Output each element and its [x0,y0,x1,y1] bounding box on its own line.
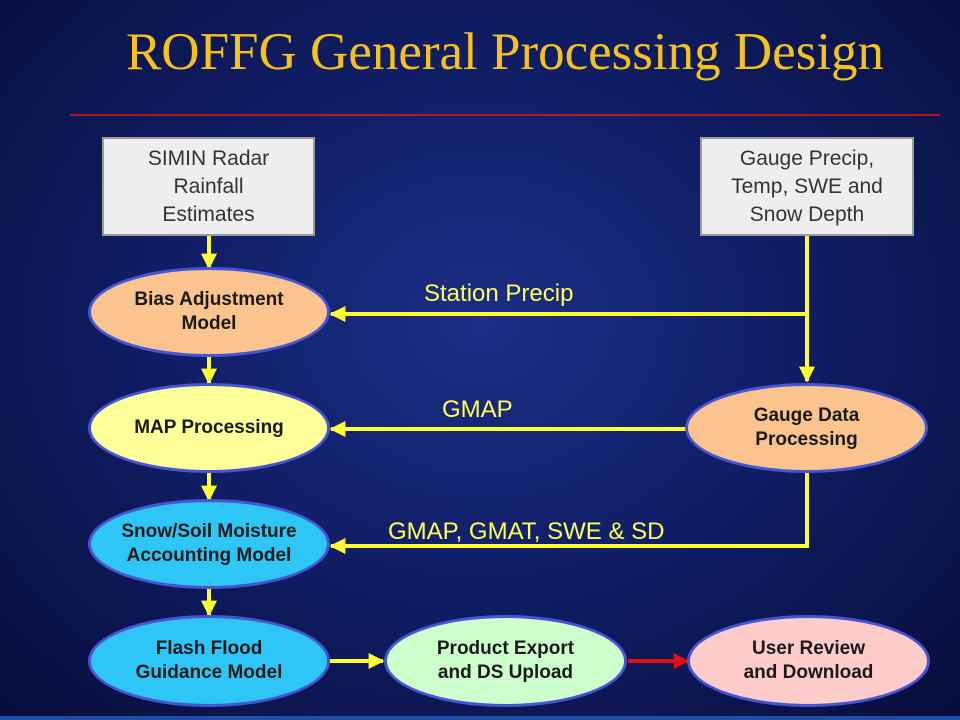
label-station-precip: Station Precip [424,280,574,307]
simin-radar-box: SIMIN Radar Rainfall Estimates [102,137,315,236]
map-processing-node: MAP Processing [88,383,330,473]
snow-soil-moisture-node: Snow/Soil Moisture Accounting Model [88,499,330,589]
bottom-band [0,716,960,720]
gauge-inputs-box: Gauge Precip, Temp, SWE and Snow Depth [700,137,914,236]
slide-title: ROFFG General Processing Design [125,23,885,81]
gauge-data-processing-node: Gauge Data Processing [685,383,928,473]
label-gmap-gmat-swe-sd: GMAP, GMAT, SWE & SD [388,518,665,545]
product-export-node: Product Export and DS Upload [384,615,627,707]
label-gmap: GMAP [442,396,513,423]
flash-flood-guidance-node: Flash Flood Guidance Model [88,615,330,707]
user-review-node: User Review and Download [687,615,930,707]
bias-adjustment-node: Bias Adjustment Model [88,267,330,357]
title-divider [70,114,940,116]
arrow-gmap-gmat [329,473,809,554]
